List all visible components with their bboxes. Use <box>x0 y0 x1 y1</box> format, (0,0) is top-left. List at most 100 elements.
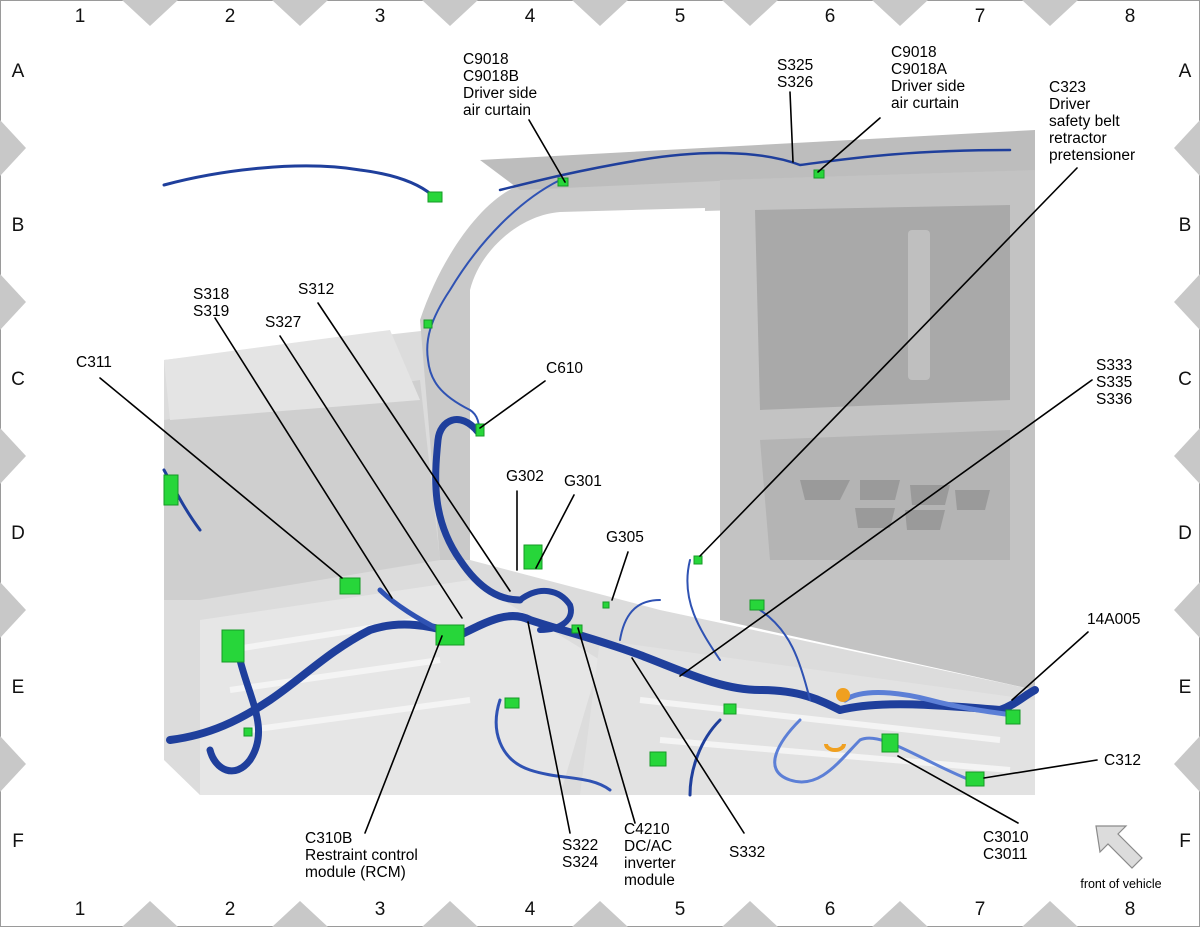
vehicle-body-illustration <box>164 130 1035 795</box>
border-diamond <box>1174 736 1200 792</box>
grommet-icon <box>824 743 846 752</box>
leader-line-s325 <box>789 91 794 163</box>
grid-column-1-top: 1 <box>75 6 86 27</box>
grid-row-A-left: A <box>12 61 25 82</box>
callout-14a005-line: 14A005 <box>1087 611 1140 628</box>
callout-s322-line: S324 <box>562 854 599 871</box>
leader-line-c9018b <box>528 119 566 183</box>
callout-s312-line: S312 <box>298 281 334 298</box>
grid-row-C-left: C <box>11 369 25 390</box>
leader-line-c323 <box>699 167 1078 557</box>
connector-pillar <box>423 319 433 329</box>
connector-roof <box>427 191 443 203</box>
connector-c311 <box>339 577 361 595</box>
grid-column-1-bottom: 1 <box>75 899 86 920</box>
callout-c9018b-line: Driver side <box>463 85 537 102</box>
connector-14a005 <box>1005 709 1021 725</box>
connector-small-left <box>243 727 253 737</box>
callout-g305-line: G305 <box>606 529 644 546</box>
callout-c9018b-line: C9018 <box>463 51 509 68</box>
grid-column-4-bottom: 4 <box>525 899 536 920</box>
leader-line-c4210 <box>577 627 636 824</box>
border-diamond <box>0 582 26 638</box>
border-diamond <box>1022 901 1078 927</box>
callout-c4210-line: module <box>624 872 675 889</box>
callout-c3010-line: C3011 <box>983 846 1028 863</box>
callout-c312-line: C312 <box>1104 752 1141 769</box>
callout-c4210-line: C4210 <box>624 821 670 838</box>
callout-c4210-line: inverter <box>624 855 676 872</box>
connector-g305 <box>602 601 610 609</box>
connector-floor-right <box>723 703 737 715</box>
border-diamond <box>0 736 26 792</box>
connector-c610 <box>475 423 485 437</box>
grid-column-2-bottom: 2 <box>225 899 236 920</box>
leader-line-s322 <box>527 621 571 834</box>
leader-line-c3010 <box>897 755 1019 824</box>
grid-row-A-right: A <box>1179 61 1192 82</box>
grid-column-4-top: 4 <box>525 6 536 27</box>
callout-s318-line: S318 <box>193 286 229 303</box>
grid-column-7-top: 7 <box>975 6 986 27</box>
border-diamond <box>1174 274 1200 330</box>
callout-c4210-line: DC/AC <box>624 838 672 855</box>
leader-line-s332 <box>631 657 745 834</box>
grid-column-3-top: 3 <box>375 6 386 27</box>
callout-c310b-line: Restraint control <box>305 847 418 864</box>
grid-column-3-bottom: 3 <box>375 899 386 920</box>
callout-g301-line: G301 <box>564 473 602 490</box>
callout-14a005: 14A005 <box>1087 611 1140 628</box>
border-diamond <box>722 0 778 26</box>
callout-g301: G301 <box>564 473 602 490</box>
grid-column-7-bottom: 7 <box>975 899 986 920</box>
border-diamond <box>572 0 628 26</box>
callout-c323-line: C323 <box>1049 79 1086 96</box>
leader-line-c311 <box>99 377 343 579</box>
connectors <box>163 169 1021 787</box>
callout-leader-lines <box>99 91 1098 834</box>
connector-c312 <box>965 771 985 787</box>
callout-c9018a-line: C9018 <box>891 44 937 61</box>
leader-line-s333 <box>679 379 1093 677</box>
border-diamond <box>122 0 178 26</box>
leader-line-g301 <box>535 494 575 569</box>
callout-c312: C312 <box>1104 752 1141 769</box>
callout-s327-line: S327 <box>265 314 301 331</box>
border-diamond <box>1022 0 1078 26</box>
border-diamond <box>272 0 328 26</box>
front-of-vehicle-indicator: front of vehicle <box>1080 825 1162 891</box>
connector-rear <box>749 599 765 611</box>
grid-column-6-bottom: 6 <box>825 899 836 920</box>
border-diamond <box>0 428 26 484</box>
callout-s333-line: S336 <box>1096 391 1132 408</box>
connector-g301 <box>523 544 543 570</box>
callout-s333-line: S333 <box>1096 357 1132 374</box>
grid-row-F-left: F <box>12 831 24 852</box>
callout-c323-line: safety belt <box>1049 113 1120 130</box>
leader-line-g305 <box>611 551 629 601</box>
callout-s327: S327 <box>265 314 301 331</box>
border-diamond <box>0 120 26 176</box>
leader-line-s312 <box>317 302 511 592</box>
border-diamond <box>572 901 628 927</box>
grid-column-5-top: 5 <box>675 6 686 27</box>
border-diamond <box>722 901 778 927</box>
border-diamond <box>1174 582 1200 638</box>
callout-c311: C311 <box>76 354 112 371</box>
wiring-harness <box>162 148 1039 797</box>
callout-c310b-line: module (RCM) <box>305 864 406 881</box>
callout-g302: G302 <box>506 468 544 485</box>
connector-left-upper <box>163 474 179 506</box>
callout-c9018a-line: C9018A <box>891 61 948 78</box>
grid-row-D-left: D <box>11 523 25 544</box>
